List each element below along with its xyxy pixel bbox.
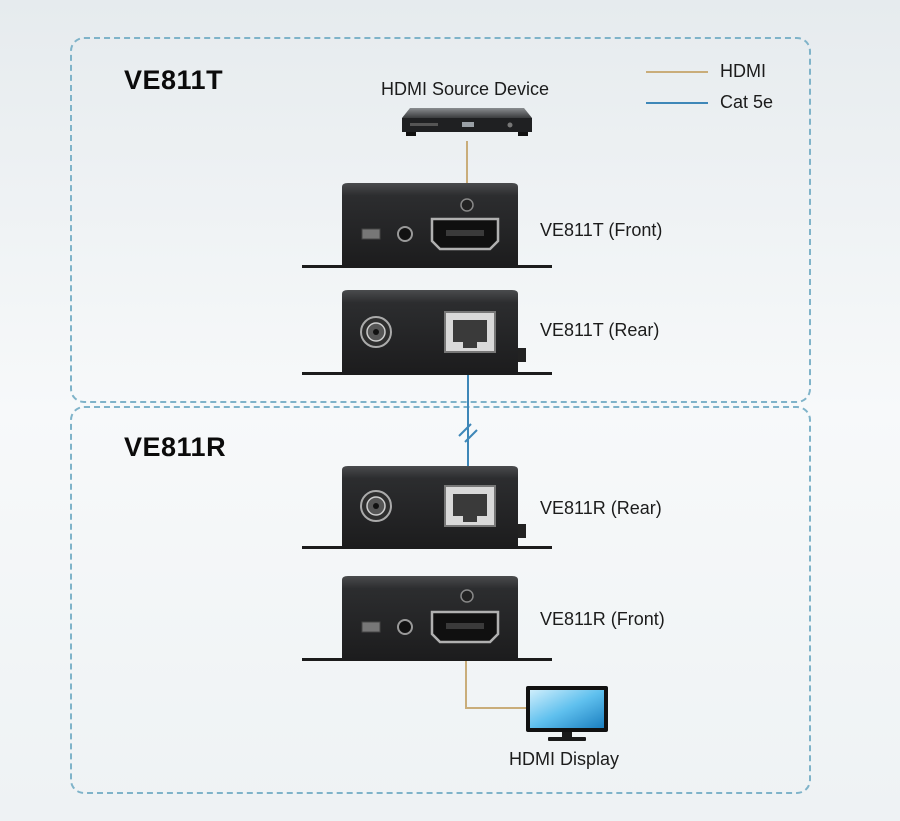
legend-cat5e-line: [646, 102, 708, 104]
ve811r-front-device: [302, 576, 552, 661]
ve811r-front-label: VE811R (Front): [540, 609, 665, 629]
legend-hdmi-line: [646, 71, 708, 73]
transmitter-group-title: VE811T: [124, 65, 224, 95]
cat5e-cable: [467, 347, 469, 493]
legend-cat5e-label: Cat 5e: [720, 92, 774, 112]
ve811t-front-label: VE811T (Front): [540, 220, 663, 240]
hdmi-source-device-icon: [402, 108, 532, 136]
ve811t-rear-label: VE811T (Rear): [540, 320, 660, 340]
ve811t-front-device: [302, 183, 552, 268]
ve811r-rear-label: VE811R (Rear): [540, 498, 662, 518]
ve811t-rear-device: [302, 290, 552, 375]
ve811r-rear-device: [302, 466, 552, 549]
hdmi-display-icon: [526, 686, 608, 741]
legend-hdmi-label: HDMI: [720, 61, 766, 81]
hdmi-cable-source: [466, 141, 468, 187]
transmitter-group: [70, 37, 811, 403]
hdmi-source-device-label: HDMI Source Device: [381, 79, 550, 99]
receiver-group-title: VE811R: [124, 432, 227, 462]
receiver-group: [70, 406, 811, 794]
hdmi-cable-display: [465, 650, 529, 709]
cable-break-marker: [458, 423, 478, 443]
hdmi-display-label: HDMI Display: [509, 749, 620, 769]
